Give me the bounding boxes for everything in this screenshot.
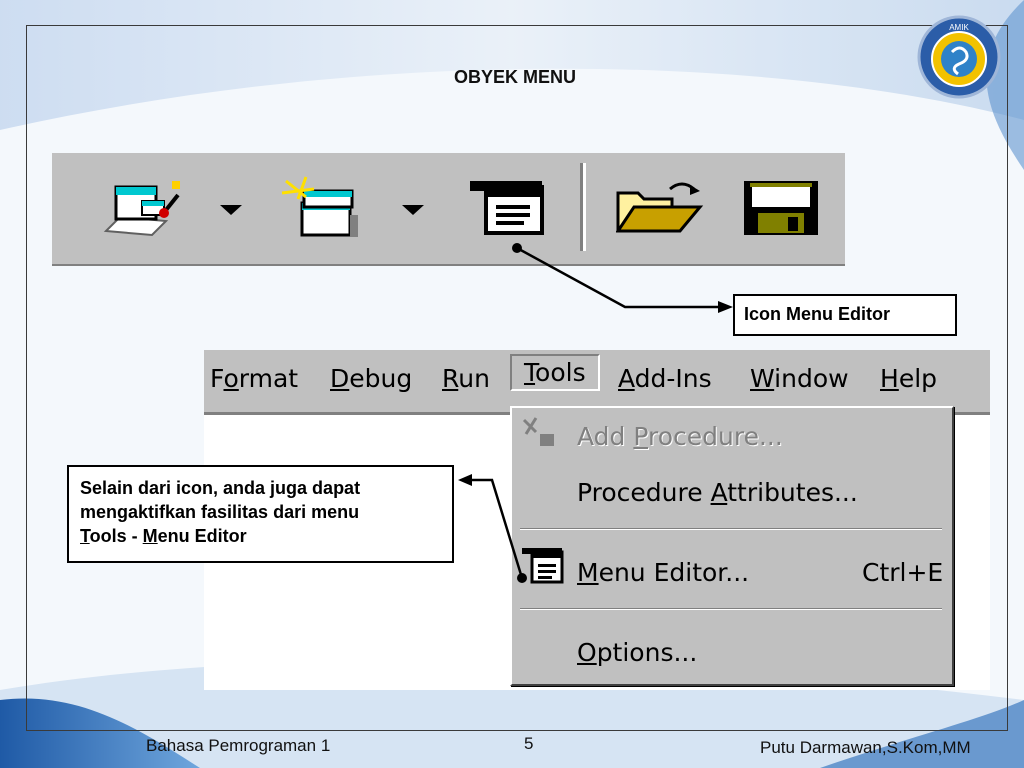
footer-page-number: 5 xyxy=(524,734,534,753)
menu-format[interactable]: Format xyxy=(210,364,299,393)
menu-item-options[interactable]: Options... xyxy=(577,638,698,667)
menu-help[interactable]: Help xyxy=(880,364,938,393)
slide-frame xyxy=(26,25,1008,731)
menu-window[interactable]: Window xyxy=(750,364,849,393)
callout-icon-menu-editor: Icon Menu Editor xyxy=(733,294,957,336)
callout-line: Selain dari icon, anda juga dapat xyxy=(80,478,361,498)
save-disk-icon[interactable] xyxy=(742,179,820,237)
add-module-icon[interactable] xyxy=(280,175,372,243)
slide-title: OBYEK MENU xyxy=(453,67,576,87)
footer-course: Bahasa Pemrograman 1 xyxy=(146,736,331,755)
menu-separator xyxy=(520,528,942,530)
dropdown-arrow-icon[interactable] xyxy=(402,205,424,217)
amik-logo: AMIK xyxy=(917,15,1001,99)
menu-run[interactable]: Run xyxy=(442,364,490,393)
callout-line: Tools - Menu Editor xyxy=(80,526,247,546)
menu-item-add-procedure: Add Procedure... xyxy=(577,422,783,451)
footer-author: Putu Darmawan,S.Kom,MM xyxy=(760,738,971,757)
tools-dropdown-menu: Add Procedure... Procedure Attributes...… xyxy=(510,406,954,686)
menu-editor-icon[interactable] xyxy=(468,179,544,237)
menu-separator xyxy=(520,608,942,610)
add-form-icon[interactable] xyxy=(102,177,192,241)
menu-item-procedure-attributes[interactable]: Procedure Attributes... xyxy=(577,478,858,507)
menu-editor-icon xyxy=(522,548,564,584)
shortcut-ctrl-e: Ctrl+E xyxy=(862,558,944,587)
menu-item-menu-editor[interactable]: Menu Editor...Ctrl+E xyxy=(577,558,944,587)
menu-add-ins[interactable]: Add-Ins xyxy=(618,364,712,393)
toolbar-separator xyxy=(580,163,586,251)
callout-menu-instructions: Selain dari icon, anda juga dapat mengak… xyxy=(67,465,454,563)
dropdown-arrow-icon[interactable] xyxy=(220,205,242,217)
menu-tools[interactable]: Tools xyxy=(510,354,600,391)
add-procedure-icon xyxy=(522,417,554,446)
menu-debug[interactable]: Debug xyxy=(330,364,413,393)
logo-text: AMIK xyxy=(949,23,969,32)
callout-line: mengaktifkan fasilitas dari menu xyxy=(80,502,360,522)
open-folder-icon[interactable] xyxy=(616,179,706,237)
vb-toolbar xyxy=(52,153,845,266)
